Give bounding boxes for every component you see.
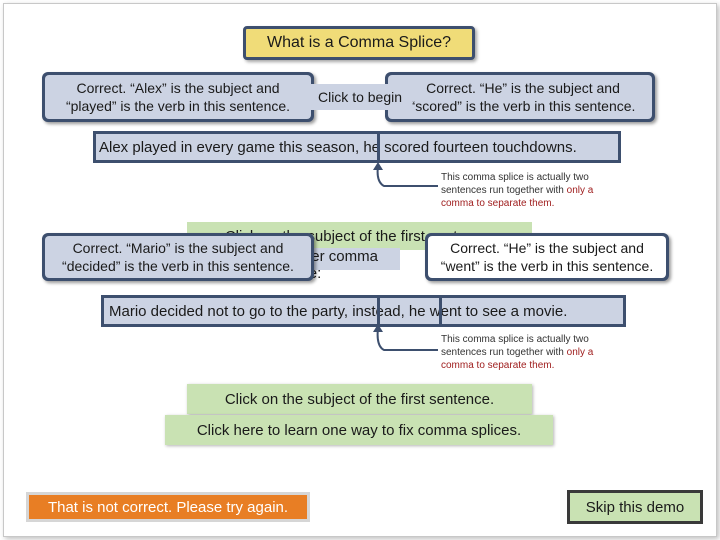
highlight-second-clause xyxy=(439,295,626,327)
comma-arrow-icon xyxy=(373,324,438,351)
feedback-line: “decided” is the verb in this sentence. xyxy=(62,258,294,274)
begin-button[interactable]: Click to begin xyxy=(308,84,412,110)
learn-fix-link[interactable]: Click here to learn one way to fix comma… xyxy=(165,415,553,445)
comma-splice-note-2: This comma splice is actually two senten… xyxy=(441,334,594,371)
skip-demo-button[interactable]: Skip this demo xyxy=(567,490,703,524)
highlight-second-clause xyxy=(377,131,621,163)
feedback-correct-subject-4: Correct. “He” is the subject and “went” … xyxy=(425,233,669,281)
feedback-correct-subject-1: Correct. “Alex” is the subject and “play… xyxy=(42,72,314,122)
sentence-part-first-clause[interactable]: Alex played in every game this season, xyxy=(99,138,360,156)
feedback-correct-subject-3: Correct. “Mario” is the subject and “dec… xyxy=(42,233,314,281)
example-sentence-1: Alex played in every game this season, h… xyxy=(93,131,621,163)
sentence-part-second-clause[interactable]: he went to see a movie. xyxy=(404,302,568,320)
slide-title: What is a Comma Splice? xyxy=(243,26,475,60)
sentence-part-first-clause[interactable]: Mario decided not to go to the party, xyxy=(109,302,349,320)
highlight-first-clause xyxy=(101,295,380,327)
feedback-line: Correct. “Mario” is the subject and xyxy=(72,240,284,256)
sentence-part-second-clause[interactable]: he scored fourteen touchdowns. xyxy=(359,138,577,156)
error-message: That is not correct. Please try again. xyxy=(26,492,310,522)
comma-arrow-icon xyxy=(373,162,438,187)
feedback-line: “played” is the verb in this sentence. xyxy=(65,98,291,114)
feedback-line: Correct. “He” is the subject and xyxy=(450,240,644,256)
feedback-line: “scored” is the verb in this sentence. xyxy=(410,98,636,114)
feedback-line: Correct. “Alex” is the subject and xyxy=(76,80,280,96)
feedback-line: “went” is the verb in this sentence. xyxy=(440,258,654,274)
feedback-correct-subject-2: Correct. “He” is the subject and “scored… xyxy=(385,72,655,122)
comma-splice-note-1: This comma splice is actually two senten… xyxy=(441,172,594,209)
feedback-line: Correct. “He” is the subject and xyxy=(426,80,620,96)
highlight-first-clause xyxy=(93,131,380,163)
subject-prompt[interactable]: Click on the subject of the first senten… xyxy=(187,384,532,414)
